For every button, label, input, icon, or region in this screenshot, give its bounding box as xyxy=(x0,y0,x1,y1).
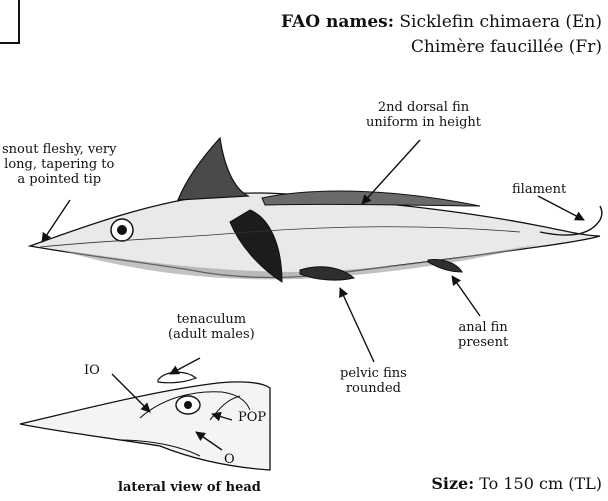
filament-label: filament xyxy=(512,182,566,197)
pupil xyxy=(117,225,127,235)
io-label: IO xyxy=(84,363,100,378)
second-dorsal-label: 2nd dorsal fin uniform in height xyxy=(366,100,481,130)
head-pupil xyxy=(184,401,192,409)
anal-arrow xyxy=(452,276,480,316)
pelvic-fin-label: pelvic fins rounded xyxy=(340,366,407,396)
pop-label: POP xyxy=(238,410,266,425)
head-view-caption: lateral view of head xyxy=(118,480,261,495)
tenaculum-shape xyxy=(158,372,196,383)
first-dorsal-fin xyxy=(178,138,248,200)
tenaculum-label: tenaculum (adult males) xyxy=(168,312,255,342)
size-value: To 150 cm (TL) xyxy=(479,474,602,493)
pelvic-arrow xyxy=(340,288,374,362)
o-label: O xyxy=(224,452,235,467)
tenaculum-arrow xyxy=(170,358,200,374)
size-info: Size: To 150 cm (TL) xyxy=(431,474,602,493)
anal-fin-label: anal fin present xyxy=(458,320,508,350)
snout-label: snout fleshy, very long, tapering to a p… xyxy=(2,142,117,187)
filament-arrow xyxy=(538,196,584,220)
size-label: Size: xyxy=(431,474,474,493)
